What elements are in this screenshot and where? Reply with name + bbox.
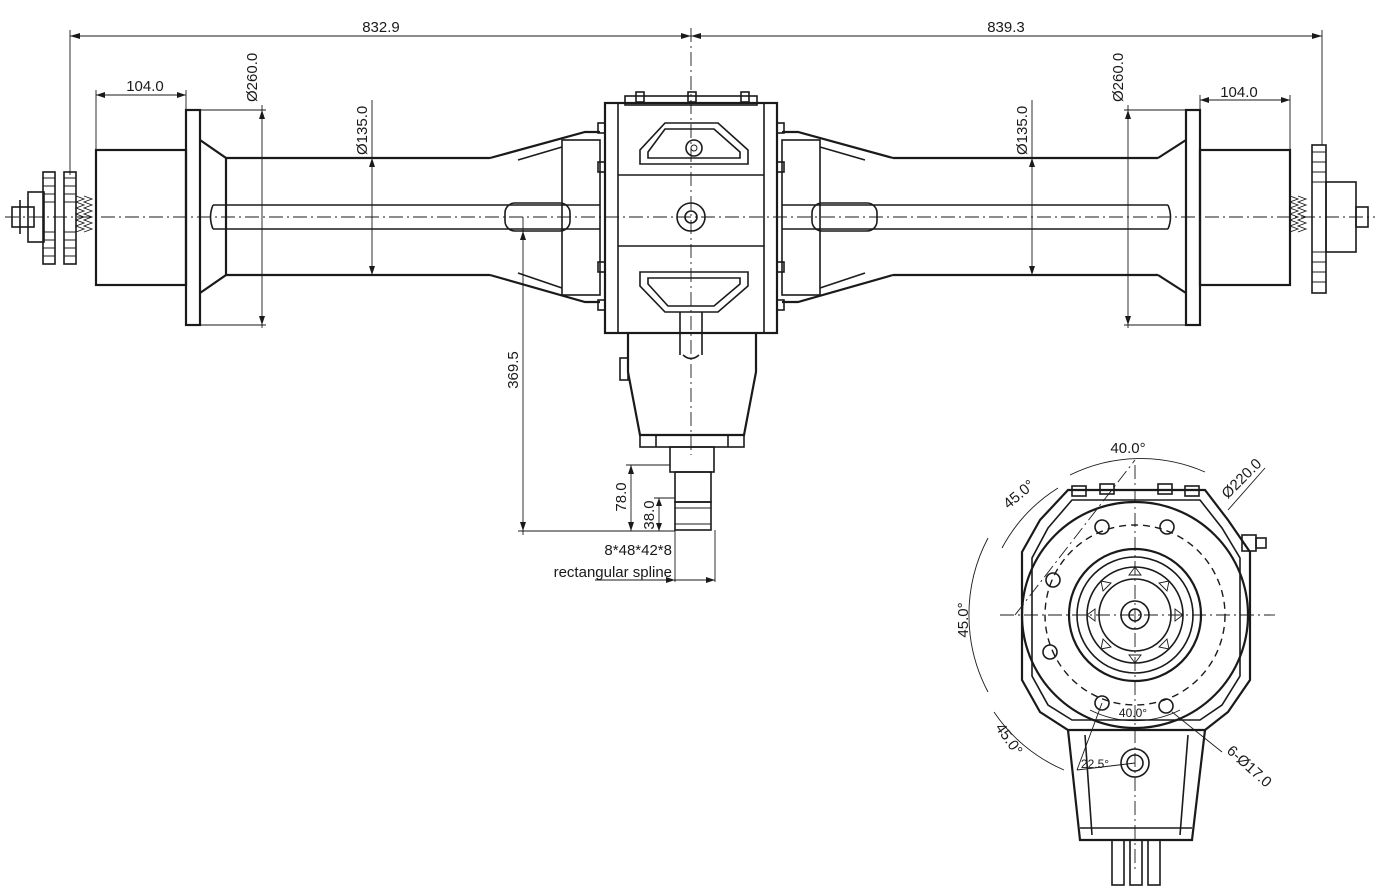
- side-drain-plug: [1120, 748, 1150, 778]
- right-half-shaft: [782, 204, 1168, 230]
- spline-length-dim: 38.0: [641, 500, 658, 529]
- right-tube-bell: [782, 130, 894, 304]
- left-brake-drum: [94, 148, 188, 287]
- side-bolt-holes: [1042, 519, 1175, 714]
- right-brake-drum: [1198, 148, 1292, 287]
- left-shaft-end: [11, 191, 45, 243]
- left-flange: [184, 108, 202, 327]
- angle-top-text: 40.0°: [1110, 440, 1145, 457]
- side-diag-centerline: [1014, 459, 1136, 616]
- hub-width-right-dim: 104.0: [1220, 84, 1258, 101]
- angle-small-text: 22.5°: [1081, 757, 1109, 771]
- angle-arc-lower-left: [993, 711, 1065, 771]
- side-view: 40.0° 45.0° 45.0° 45.0° Ø220.0 40.0° 22.…: [955, 440, 1275, 886]
- angle-arc-left: [968, 537, 989, 693]
- side-outer-circle: [1020, 500, 1250, 730]
- spline-type-text: rectangular spline: [554, 564, 672, 581]
- angle-left-text: 45.0°: [955, 602, 972, 637]
- left-tube-bell: [489, 130, 600, 304]
- left-half-shaft: [213, 204, 600, 230]
- shaft-length-dim: 78.0: [613, 482, 630, 511]
- right-sprocket: [1288, 144, 1369, 294]
- hub-width-left-dim: 104.0: [126, 78, 164, 95]
- angle-leader-small: [1076, 702, 1136, 771]
- flange-dia-left-dim: Ø260.0: [244, 53, 261, 102]
- front-dimensions: [69, 30, 1323, 583]
- angle-arc-bottom: [1089, 709, 1181, 722]
- angle-arc-top: [1069, 458, 1206, 476]
- side-housing-outline: [1020, 488, 1252, 732]
- overall-right-dim: 839.3: [987, 19, 1025, 36]
- front-view: 832.9 839.3 104.0 104.0 Ø260.0 Ø260.0 Ø1…: [5, 19, 1375, 583]
- input-height-dim: 369.5: [505, 351, 522, 389]
- bolt-leader: [1171, 711, 1223, 753]
- angle-lower-left-text: 45.0°: [992, 720, 1026, 759]
- bolt-circle: [1044, 524, 1226, 706]
- flange-dia-right-dim: Ø260.0: [1110, 53, 1127, 102]
- angle-arc-upper-left: [1001, 487, 1059, 549]
- left-tube-taper: [199, 139, 228, 294]
- bolt-holes-text: 6-Ø17.0: [1223, 742, 1275, 791]
- pinion-housing: [619, 312, 758, 531]
- overall-left-dim: 832.9: [362, 19, 400, 36]
- differential-housing: [597, 91, 785, 335]
- right-flange: [1184, 108, 1202, 327]
- angle-bottom-text: 40.0°: [1119, 706, 1147, 720]
- angle-upper-left-text: 45.0°: [1000, 477, 1038, 513]
- right-tube-taper: [1157, 139, 1187, 294]
- tube-dia-left-dim: Ø135.0: [354, 106, 371, 155]
- left-sprockets: [42, 171, 94, 265]
- outer-dia-text: Ø220.0: [1218, 455, 1265, 502]
- spline-spec-text: 8*48*42*8: [604, 542, 672, 559]
- tube-dia-right-dim: Ø135.0: [1014, 106, 1031, 155]
- dia-leader: [1227, 467, 1266, 511]
